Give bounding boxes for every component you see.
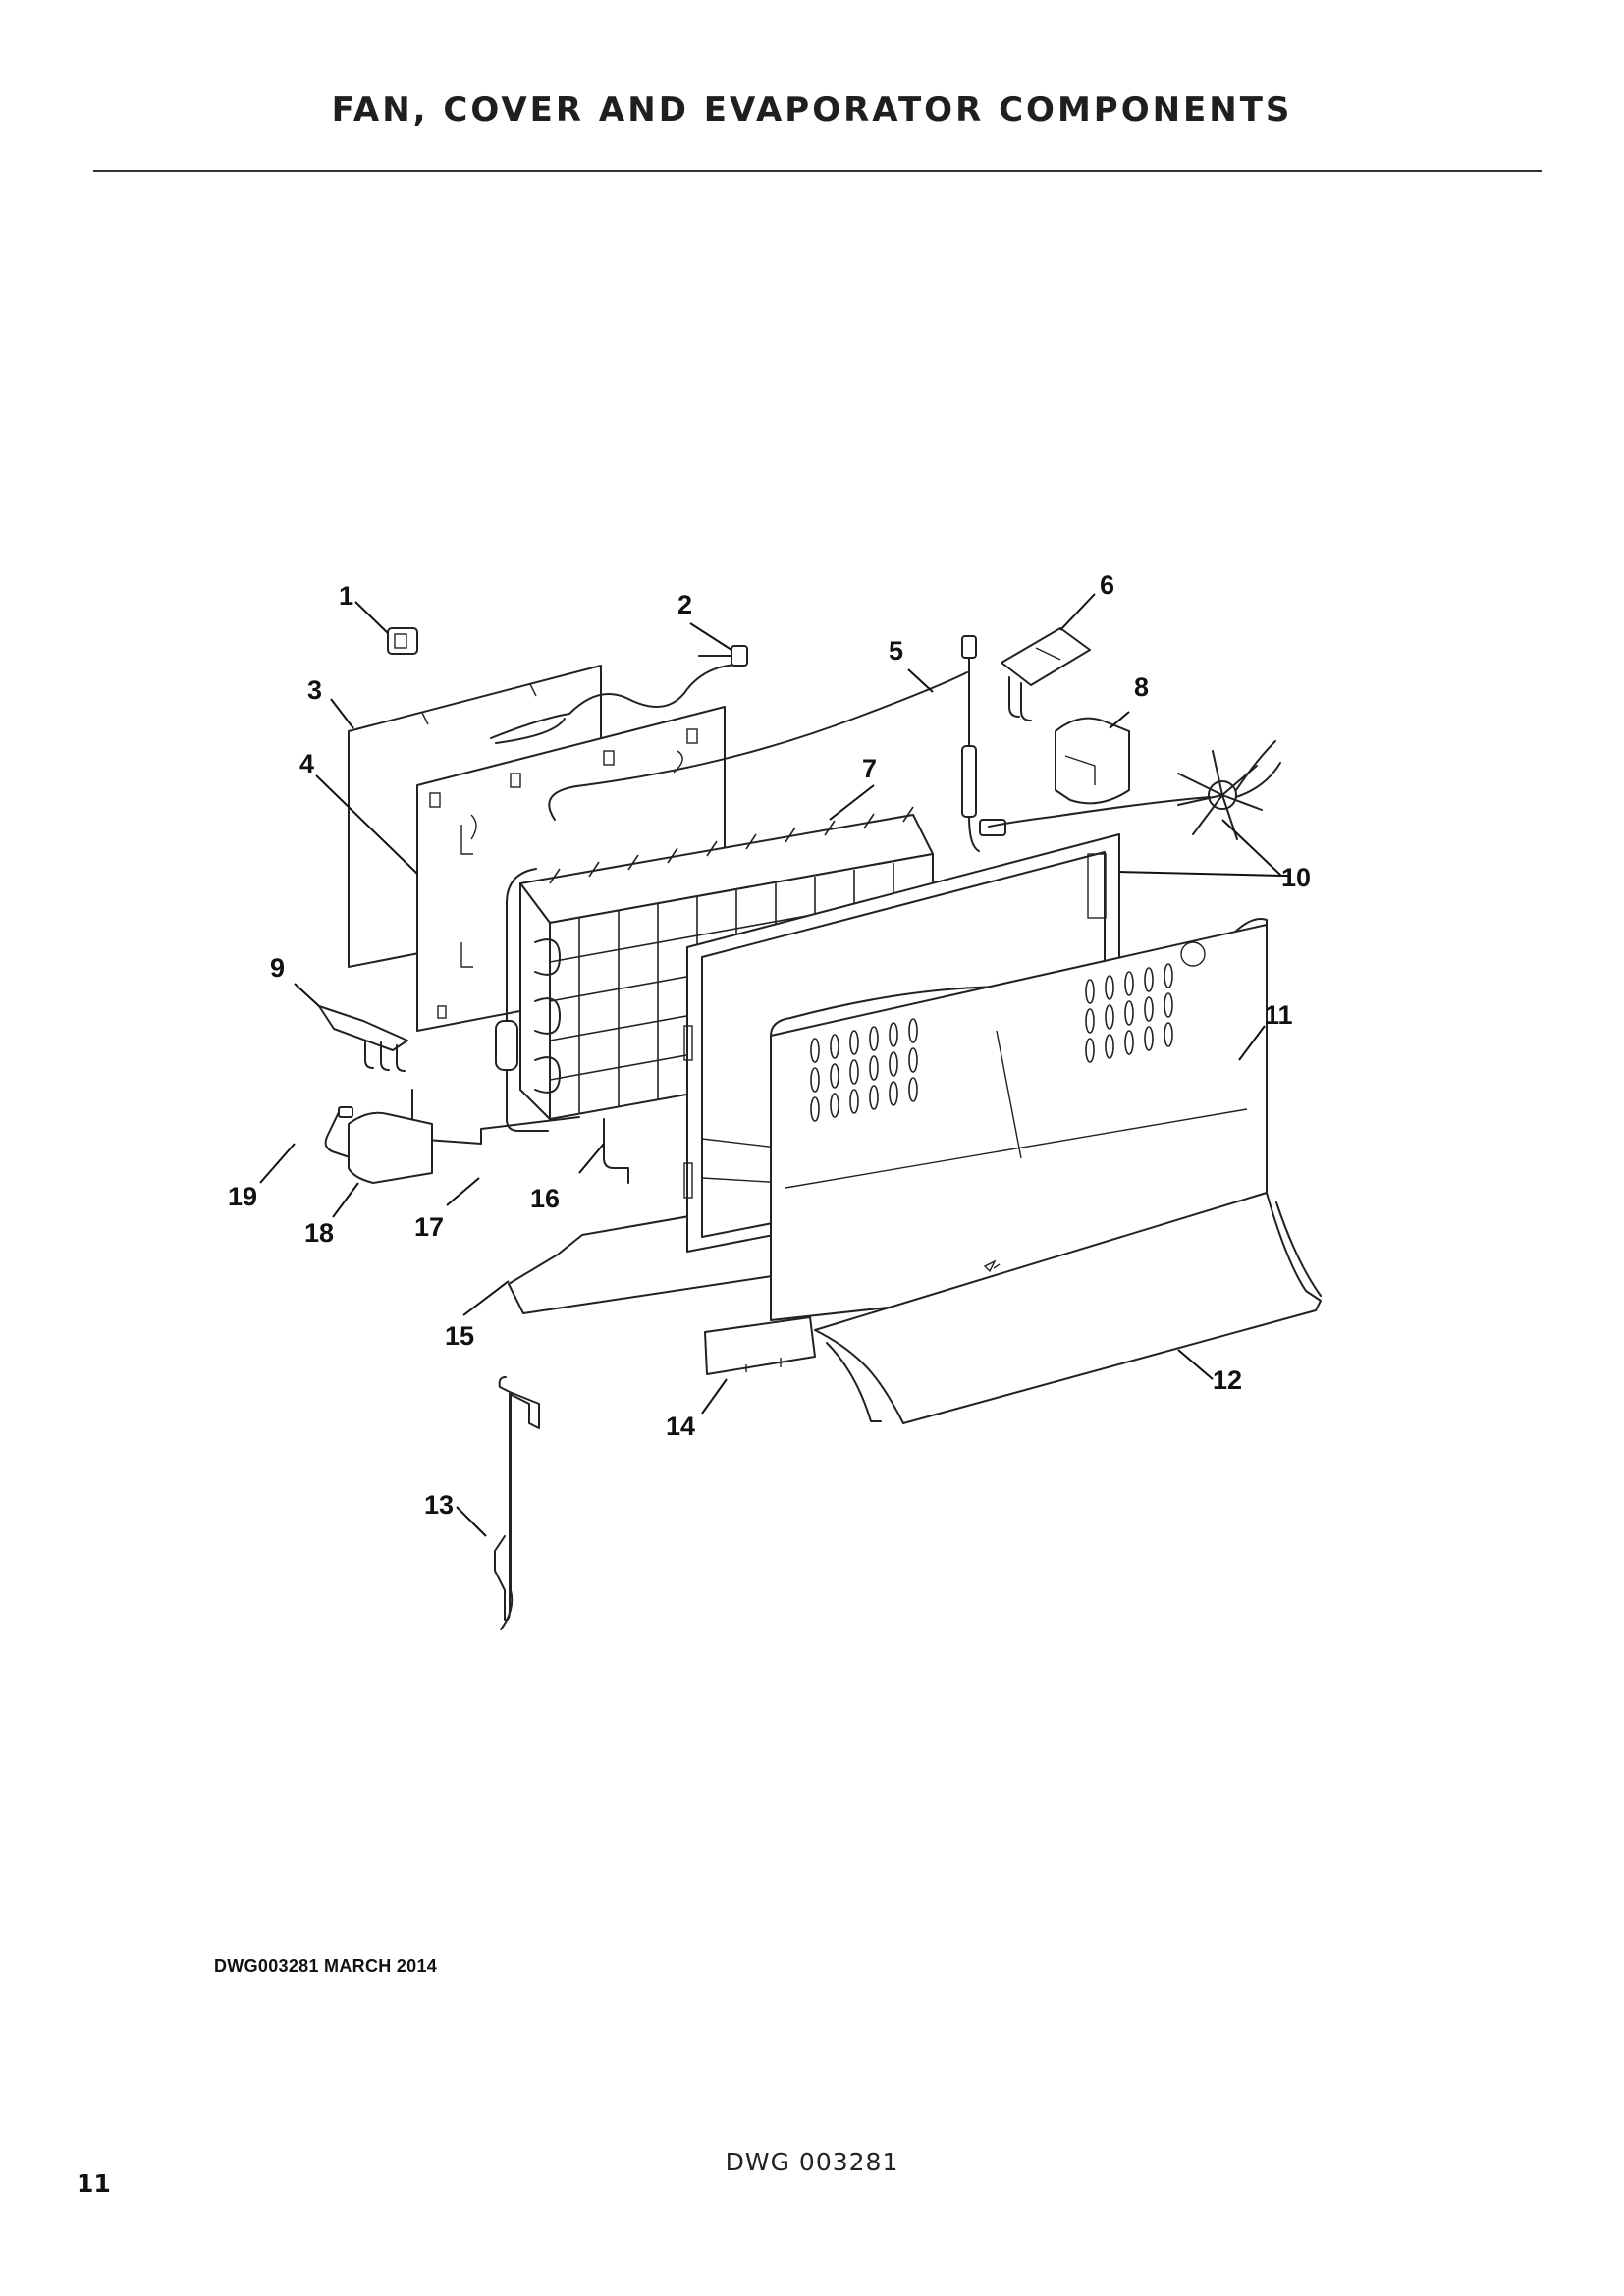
part-8-fan-shroud [1055, 717, 1130, 805]
callout-9: 9 [270, 953, 285, 983]
page-title: FAN, COVER AND EVAPORATOR COMPONENTS [331, 90, 1293, 130]
callout-6: 6 [1100, 570, 1114, 600]
drawing-date-label: DWG003281 MARCH 2014 [214, 1956, 438, 1976]
callout-11: 11 [1265, 1000, 1293, 1030]
callout-8: 8 [1134, 672, 1149, 702]
title-divider [93, 170, 1542, 172]
part-9-drain-clip [318, 1005, 408, 1072]
part-1-clip [387, 627, 418, 655]
callout-15: 15 [445, 1321, 474, 1351]
leader-lines [259, 593, 1291, 1537]
callout-labels: 1 2 3 4 5 6 7 8 9 10 11 12 13 14 15 16 1… [228, 570, 1311, 1520]
part-16-coil-hanger [603, 1118, 629, 1184]
callout-3: 3 [307, 675, 322, 705]
callout-16: 16 [530, 1184, 560, 1213]
part-14-lower-bracket [704, 1316, 816, 1375]
callout-1: 1 [339, 581, 353, 611]
part-2-sensor-harness [490, 645, 748, 744]
callout-4: 4 [299, 749, 314, 778]
part-18-bracket [348, 1111, 433, 1184]
drawing-number-footer: DWG 003281 [725, 2148, 899, 2176]
callout-12: 12 [1213, 1365, 1242, 1395]
callout-18: 18 [304, 1218, 334, 1248]
callout-13: 13 [424, 1490, 454, 1520]
callout-5: 5 [889, 636, 903, 666]
callout-7: 7 [862, 754, 877, 783]
callout-14: 14 [666, 1412, 695, 1441]
callout-2: 2 [677, 590, 692, 619]
part-10-fan-motor [988, 740, 1281, 840]
part-13-drain-hook [494, 1376, 540, 1630]
part-6-fan-bracket [1001, 627, 1091, 721]
part-12-lower-trim [814, 1192, 1322, 1424]
callout-19: 19 [228, 1182, 257, 1211]
part-5-sensor-wire [548, 635, 1006, 852]
callout-17: 17 [414, 1212, 444, 1242]
page-number: 11 [77, 2169, 111, 2198]
callout-10: 10 [1281, 863, 1311, 892]
